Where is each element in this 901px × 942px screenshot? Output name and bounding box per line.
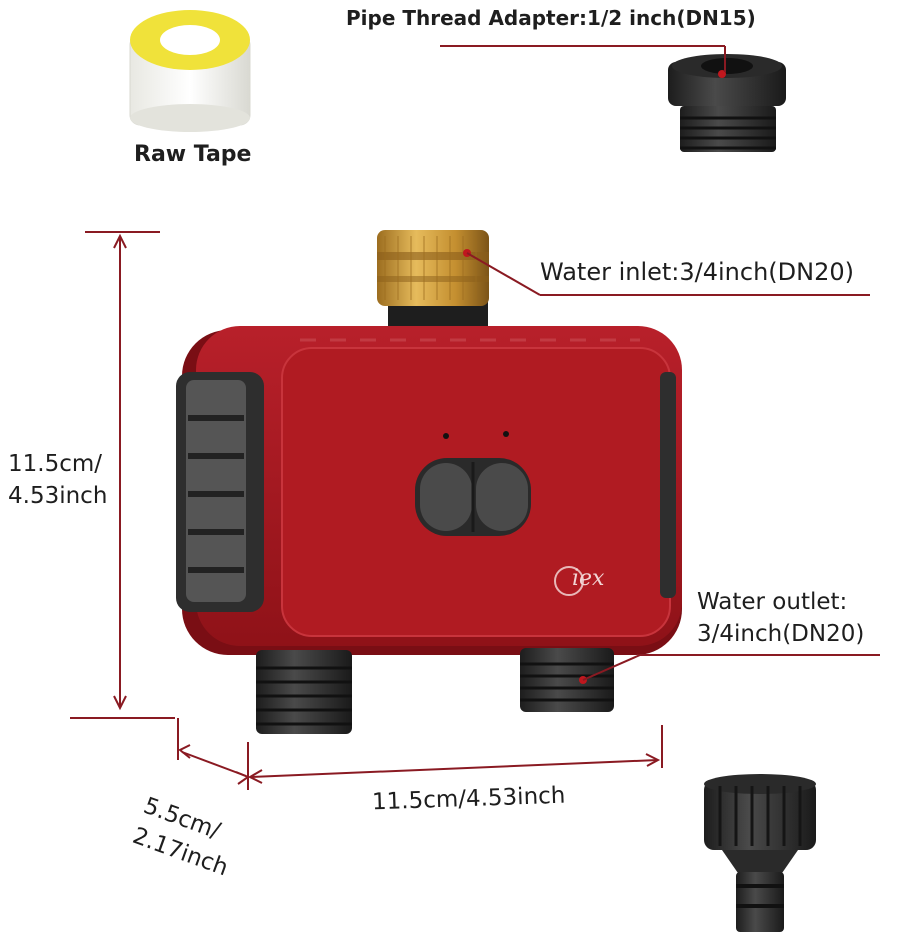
height-label-line2: 4.53inch — [8, 483, 108, 509]
timer-device: iex — [176, 326, 682, 655]
water-inlet-connector — [377, 230, 489, 330]
depth-dimension — [177, 718, 251, 785]
quick-connector-icon — [704, 774, 816, 932]
adapter-icon — [668, 54, 786, 152]
raw-tape-icon — [129, 10, 251, 132]
water-outlet-label-line2: 3/4inch(DN20) — [697, 621, 865, 647]
height-label: 11.5cm/ 4.53inch — [8, 448, 107, 512]
adapter-label: Pipe Thread Adapter:1/2 inch(DN15) — [346, 6, 756, 30]
water-inlet-label: Water inlet:3/4inch(DN20) — [540, 258, 854, 286]
outlet-threads — [256, 648, 614, 734]
water-outlet-label-line1: Water outlet: — [697, 589, 848, 615]
raw-tape-label: Raw Tape — [134, 142, 252, 167]
height-dimension — [70, 231, 175, 719]
water-outlet-label: Water outlet: 3/4inch(DN20) — [697, 586, 864, 650]
brand-logo: iex — [572, 566, 605, 591]
height-label-line1: 11.5cm/ — [8, 451, 103, 477]
width-dimension — [247, 725, 663, 790]
